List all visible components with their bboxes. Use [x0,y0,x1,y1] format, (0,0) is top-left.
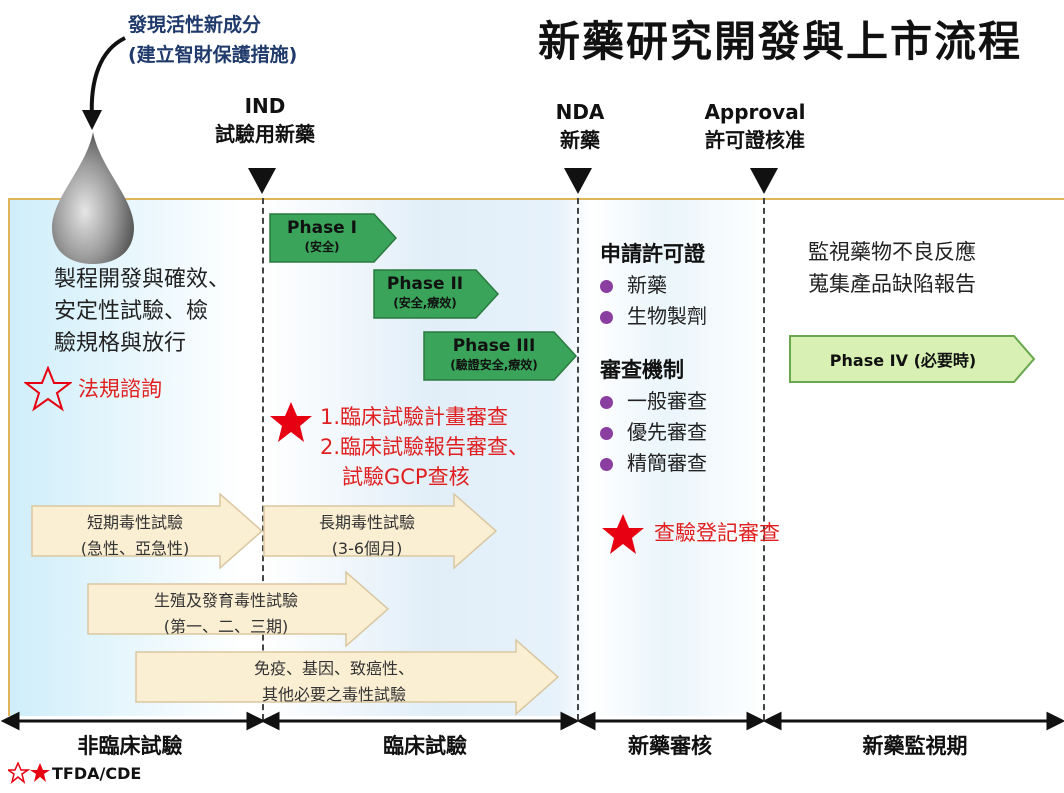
bullet-icon [600,427,613,440]
nda-review-block: 申請許可證 新藥 生物製劑 審查機制 一般審查 優先審查 精簡審查 [600,238,707,479]
postmarket-line-1: 監視藥物不良反應 [808,240,976,264]
postmarket-text: 監視藥物不良反應 蒐集產品缺陷報告 [808,236,976,300]
apply-license-heading: 申請許可證 [600,242,705,266]
bullet-icon [600,396,613,409]
phase3-note: (驗證安全,療效) [450,358,538,372]
discovery-label: 發現活性新成分 (建立智財保護措施) [128,10,297,70]
phase2-label: Phase II (安全,療效) [374,274,476,311]
stage-clinical: 臨床試驗 [383,734,467,758]
other-tox-line-1: 免疫、基因、致癌性、 [253,659,414,678]
other-tox-arrow [135,638,560,716]
postmarket-line-2: 蒐集產品缺陷報告 [808,272,976,296]
repro-tox-arrow [87,570,390,648]
regulatory-consult-label: 法規諮詢 [78,377,162,401]
stage-nda-review: 新藥審核 [628,734,712,758]
milestone-ind: IND 試驗用新藥 [190,92,340,148]
long-tox-label: 長期毒性試驗 (3-6個月) [272,510,462,562]
stage-postmarket: 新藥監視期 [862,734,968,758]
outline-star-icon [24,366,72,412]
short-tox-line-1: 短期毒性試驗 [86,513,183,532]
filled-star-icon [602,514,644,554]
apply-item: 生物製劑 [600,301,707,332]
process-line-3: 驗規格與放行 [54,331,187,356]
repro-tox-label: 生殖及發育毒性試驗 (第一、二、三期) [96,588,356,640]
long-tox-line-2: (3-6個月) [331,539,403,558]
phase3-label: Phase III (驗證安全,療效) [424,336,564,373]
long-tox-arrow [263,492,498,570]
clinical-review-line-2: 2.臨床試驗報告審查、 [320,435,530,459]
milestone-ind-abbr: IND [244,94,286,118]
other-tox-line-2: 其他必要之毒性試驗 [261,685,406,704]
apply-item: 新藥 [600,270,707,301]
clinical-review-line-1: 1.臨床試驗計畫審查 [320,405,509,429]
review-mechanism-heading: 審查機制 [600,358,684,382]
repro-tox-line-2: (第一、二、三期) [163,617,289,636]
phase4-label: Phase IV (必要時) [829,351,977,370]
clinical-review-text: 1.臨床試驗計畫審查 2.臨床試驗報告審查、 試驗GCP查核 [320,402,529,492]
milestone-nda-label: 新藥 [560,128,600,152]
clinical-review-line-3: 試驗GCP查核 [342,465,470,489]
inspection-review-label: 查驗登記審查 [654,521,780,545]
stage-preclinical: 非臨床試驗 [77,734,183,758]
process-line-2: 安定性試驗、檢 [54,299,209,324]
curved-arrow-icon [82,36,126,130]
phase2-arrow [373,269,500,319]
phase1-name: Phase I [287,218,357,238]
milestone-nda: NDA 新藥 [530,98,630,154]
mechanism-item: 優先審查 [600,417,707,448]
legend-label: TFDA/CDE [52,764,142,783]
discovery-line-1: 發現活性新成分 [128,14,262,36]
page-title: 新藥研究開發與上市流程 [538,17,1023,66]
bullet-icon [600,280,613,293]
short-tox-line-2: (急性、亞急性) [80,539,190,558]
phase4-arrow [789,335,1036,383]
milestone-ind-label: 試驗用新藥 [215,122,315,146]
phase1-note: (安全) [304,240,340,254]
short-tox-arrow [31,492,264,570]
discovery-line-2: (建立智財保護措施) [128,44,298,66]
phase1-label: Phase I (安全) [270,218,374,255]
process-line-1: 製程開發與確效、 [54,267,231,292]
legend-stars-icon [8,762,50,784]
bullet-icon [600,311,613,324]
stage-timeline [0,711,1064,731]
phase3-arrow [423,331,578,381]
approval-divider [763,198,765,720]
milestone-approval-abbr: Approval [704,100,806,124]
milestone-nda-abbr: NDA [555,100,605,124]
repro-tox-line-1: 生殖及發育毒性試驗 [153,591,298,610]
mechanism-item: 精簡審查 [600,448,707,479]
phase1-arrow [269,213,398,263]
phase3-name: Phase III [452,336,536,356]
ind-divider [262,198,264,720]
short-tox-label: 短期毒性試驗 (急性、亞急性) [40,510,230,562]
other-tox-label: 免疫、基因、致癌性、 其他必要之毒性試驗 [144,656,524,708]
phase2-name: Phase II [386,274,464,294]
milestone-approval-label: 許可證核准 [705,128,805,152]
nda-marker-icon [564,168,592,194]
long-tox-line-1: 長期毒性試驗 [318,513,415,532]
nda-divider [577,198,579,720]
mechanism-item: 一般審查 [600,386,707,417]
phase2-note: (安全,療效) [393,296,457,310]
filled-star-icon [270,402,312,442]
bullet-icon [600,458,613,471]
milestone-approval: Approval 許可證核准 [670,98,840,154]
droplet-icon [52,132,134,264]
process-development-text: 製程開發與確效、 安定性試驗、檢 驗規格與放行 [54,264,230,360]
approval-marker-icon [750,168,778,194]
ind-marker-icon [248,168,276,194]
